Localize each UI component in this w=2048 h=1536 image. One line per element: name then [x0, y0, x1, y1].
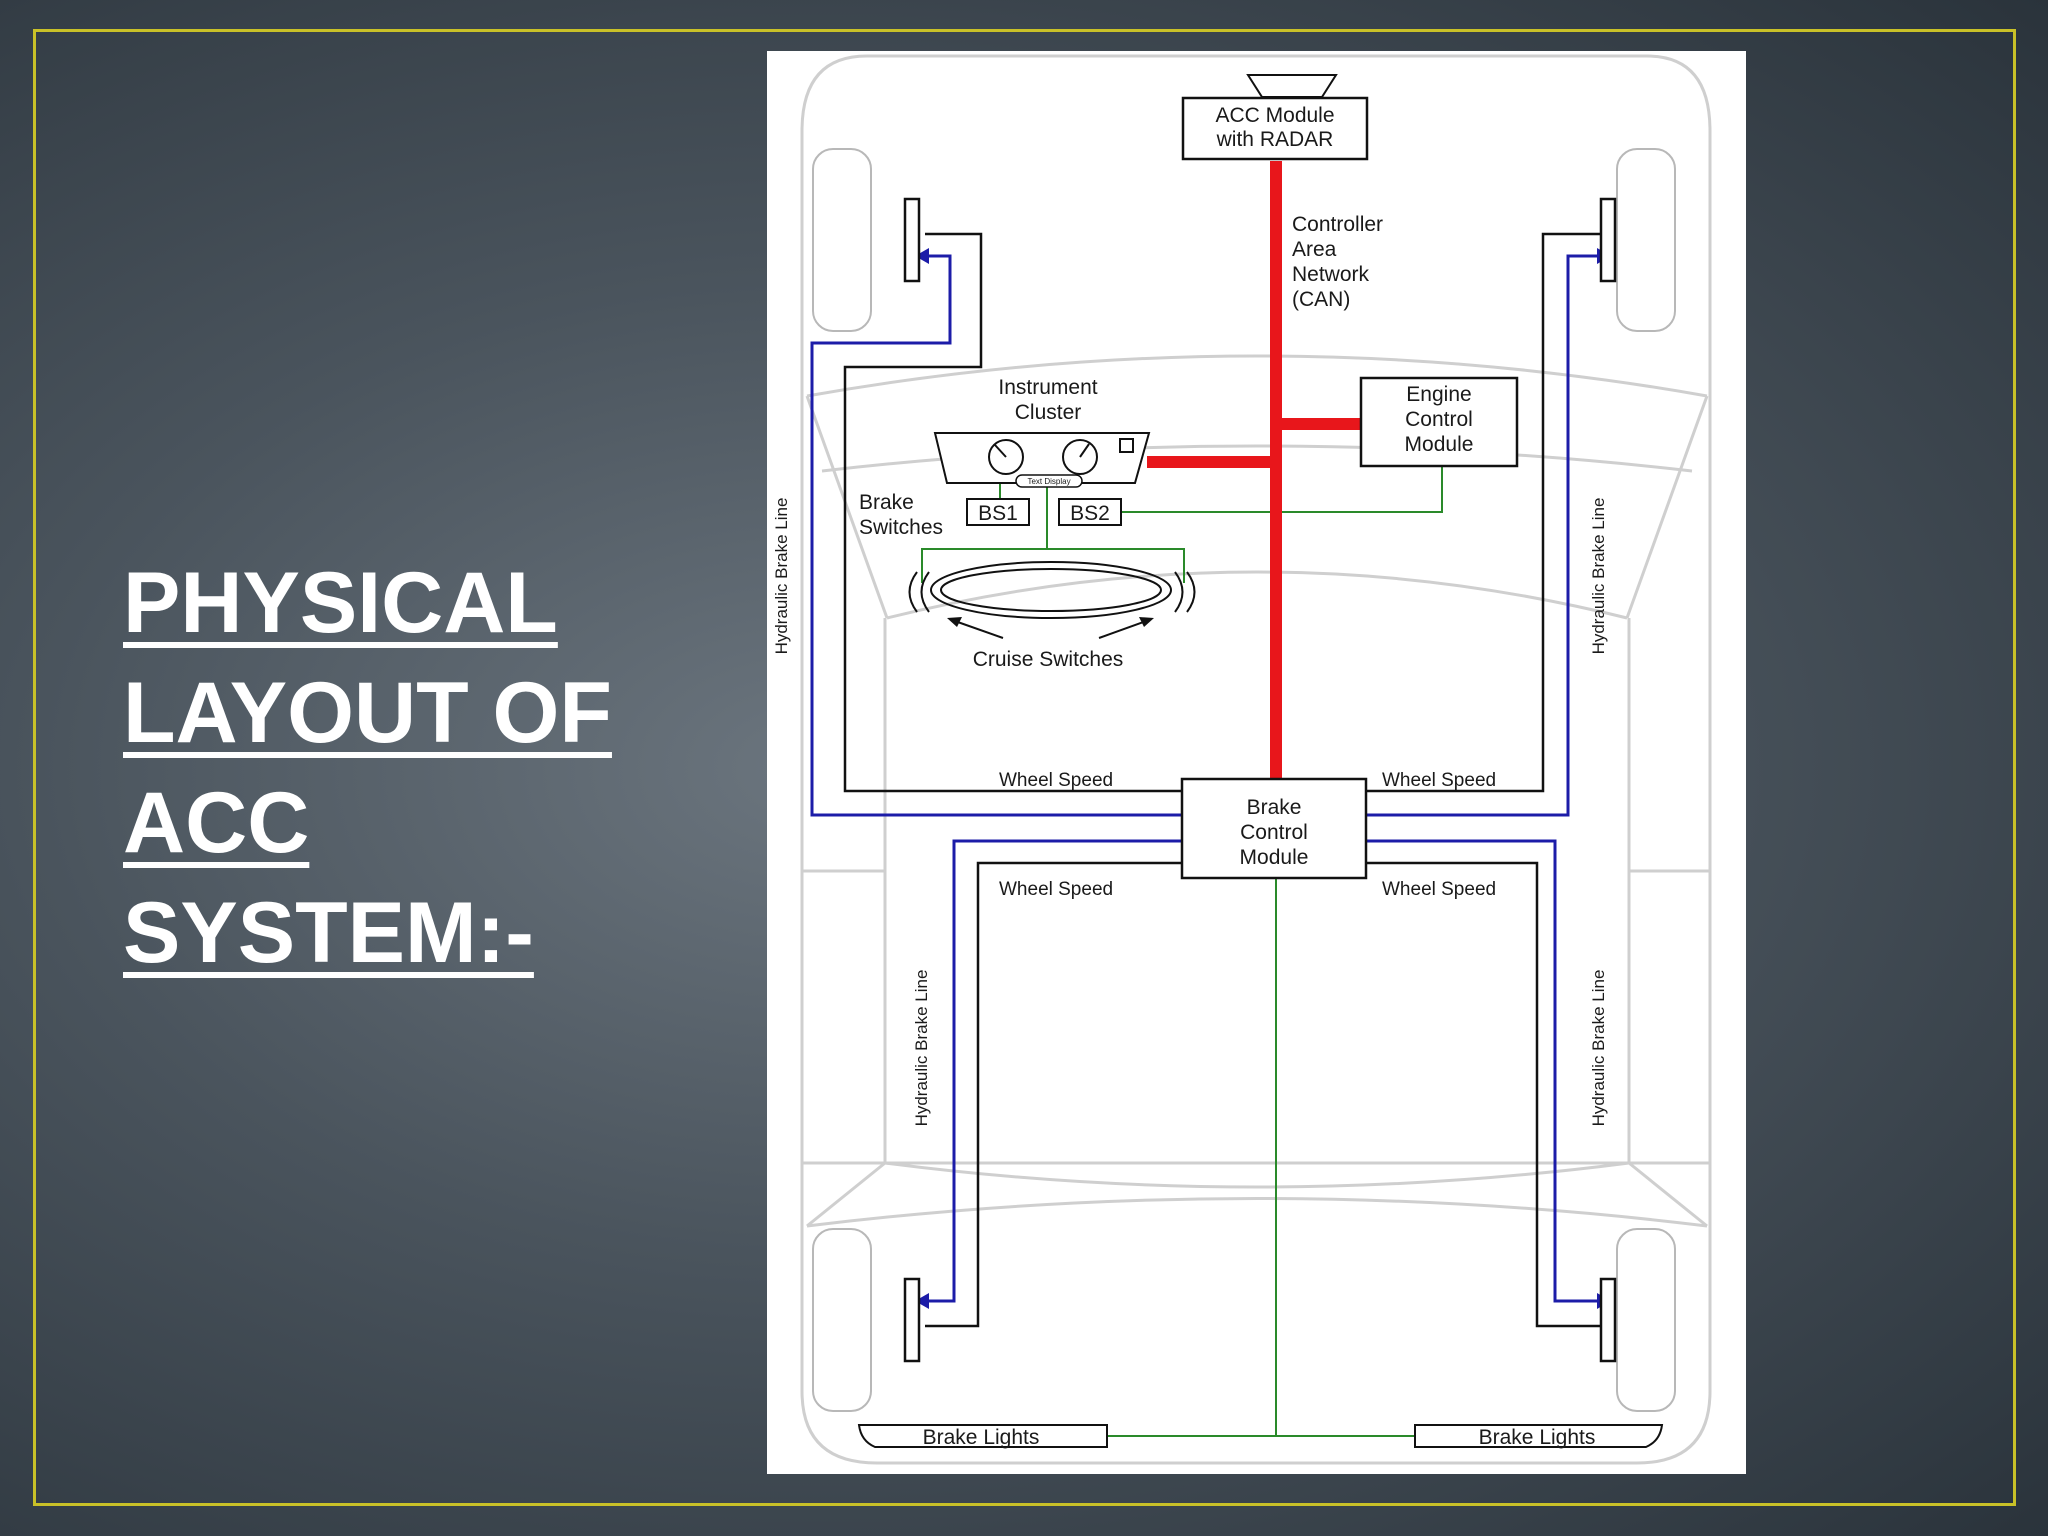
wheel-speed-label: Wheel Speed: [1382, 879, 1496, 900]
hydraulic-lines: [810, 254, 1600, 1303]
svg-text:Switches: Switches: [859, 516, 943, 539]
acc-module-label: ACC Module: [1215, 104, 1334, 127]
wheel-speed-label: Wheel Speed: [999, 879, 1113, 900]
wheel-speed-wires: [843, 232, 1600, 1328]
wheel-rear-right: [1616, 1228, 1676, 1412]
svg-text:Control: Control: [1240, 821, 1308, 844]
wheel-speed-label: Wheel Speed: [1382, 770, 1496, 791]
svg-text:Engine: Engine: [1406, 383, 1471, 406]
svg-text:Brake: Brake: [1247, 796, 1302, 819]
svg-text:(CAN): (CAN): [1292, 288, 1350, 311]
wheel-front-left: [812, 148, 872, 332]
cruise-switches-label: Cruise Switches: [973, 648, 1124, 671]
slide-frame: [33, 29, 2016, 1506]
diagram-svg: ACC Module with RADAR Controller Area Ne…: [772, 54, 1712, 1465]
hydraulic-brake-line-label: Hydraulic Brake Line: [1589, 498, 1608, 655]
steering-wheel: [908, 561, 1196, 619]
cruise-switch-arrowheads: [947, 617, 1154, 627]
brake-light-right: Brake Lights: [1414, 1424, 1664, 1449]
hydraulic-brake-line-label: Hydraulic Brake Line: [912, 970, 931, 1127]
brake-disc-front-left: [903, 197, 921, 283]
svg-text:Control: Control: [1405, 408, 1473, 431]
hydraulic-labels: Hydraulic Brake Line Hydraulic Brake Lin…: [772, 498, 1608, 1127]
svg-text:Module: Module: [1240, 846, 1309, 869]
radar-icon: [1246, 74, 1338, 98]
svg-text:Brake: Brake: [859, 491, 914, 514]
hydraulic-brake-line-label: Hydraulic Brake Line: [1589, 970, 1608, 1127]
wheels: [812, 148, 1676, 1412]
title-line: SYSTEM:-: [123, 885, 534, 981]
title-line: PHYSICAL: [123, 555, 558, 651]
acc-layout-diagram: ACC Module with RADAR Controller Area Ne…: [767, 51, 1746, 1474]
svg-text:Module: Module: [1405, 433, 1474, 456]
svg-text:Text Display: Text Display: [1027, 477, 1070, 486]
wheel-speed-labels: Wheel Speed Wheel Speed Wheel Speed Whee…: [999, 770, 1496, 900]
gauge-icon: [1062, 439, 1098, 475]
cruise-switch-pointers: [951, 619, 1150, 639]
engine-control-module: Engine Control Module: [1359, 376, 1519, 468]
brake-lights-label: Brake Lights: [1479, 1426, 1596, 1449]
wheel-front-right: [1616, 148, 1676, 332]
brake-disc-rear-right: [1599, 1277, 1617, 1363]
bs1-box: [966, 498, 1030, 526]
can-label: Controller Area Network (CAN): [1292, 213, 1383, 311]
wheel-speed-label: Wheel Speed: [999, 770, 1113, 791]
brake-control-module: Brake Control Module: [1180, 777, 1368, 880]
instrument-cluster: Instrument Cluster Text Display: [933, 376, 1151, 488]
svg-text:BS2: BS2: [1070, 502, 1110, 525]
brake-disc-front-right: [1599, 197, 1617, 283]
gauge-icon: [988, 439, 1024, 475]
svg-text:Controller: Controller: [1292, 213, 1383, 236]
svg-text:BS1: BS1: [978, 502, 1018, 525]
car-outline: [800, 54, 1712, 1465]
can-bus: [1147, 161, 1361, 781]
title-line: ACC: [123, 775, 310, 871]
acc-module: ACC Module with RADAR: [1181, 74, 1369, 161]
svg-text:Instrument: Instrument: [998, 376, 1097, 399]
svg-text:Area: Area: [1292, 238, 1337, 261]
indicator-light-icon: [1119, 438, 1134, 453]
svg-text:Cluster: Cluster: [1015, 401, 1082, 424]
wheel-rear-left: [812, 1228, 872, 1412]
brake-disc-rear-left: [903, 1277, 921, 1363]
hydraulic-brake-line-label: Hydraulic Brake Line: [772, 498, 791, 655]
svg-text:Network: Network: [1292, 263, 1370, 286]
slide-title: PHYSICAL LAYOUT OF ACC SYSTEM:-: [123, 548, 683, 988]
brake-light-left: Brake Lights: [857, 1424, 1108, 1449]
acc-module-label: with RADAR: [1216, 128, 1334, 151]
text-display: [1015, 474, 1083, 488]
brake-lights-label: Brake Lights: [923, 1426, 1040, 1449]
title-line: LAYOUT OF: [123, 665, 612, 761]
brake-discs: [903, 197, 1617, 1363]
signal-wires: [921, 467, 1443, 1437]
brake-switches: Brake Switches BS1 BS2: [859, 491, 1122, 539]
bs2-box: [1058, 498, 1122, 526]
